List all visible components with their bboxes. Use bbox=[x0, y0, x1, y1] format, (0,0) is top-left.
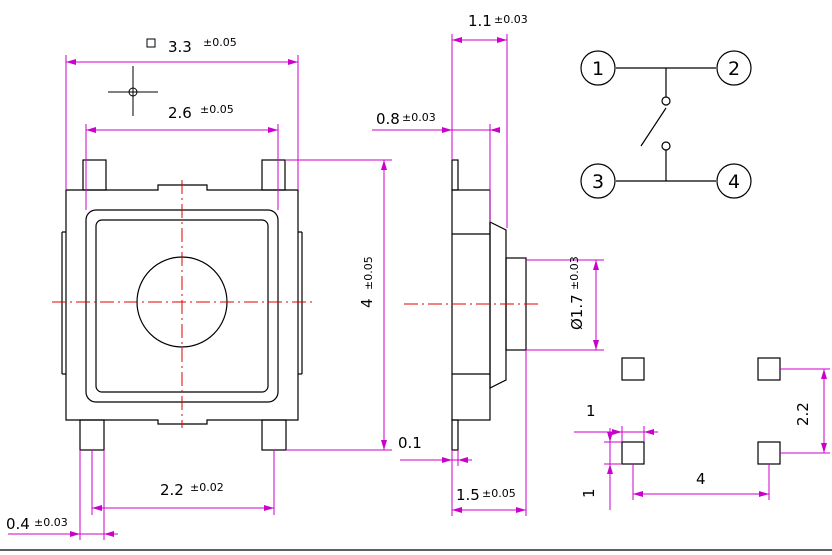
side-dimensions: 1.1 ±0.03 0.8 ±0.03 Ø1.7 ±0.03 0.1 1.5 ±… bbox=[372, 12, 604, 516]
front-bottom-right-pin bbox=[261, 419, 287, 451]
crosshair-marker bbox=[128, 87, 138, 97]
pcb-footprint: 1 1 4 2.2 bbox=[574, 357, 830, 510]
dim-pin-pitch: 2.2 bbox=[160, 481, 184, 499]
side-body bbox=[451, 189, 491, 421]
front-dimensions: 3.3 ±0.05 2.6 ±0.05 4 ±0.05 2.2 ±0.02 0.… bbox=[6, 36, 392, 540]
front-bottom-left-pin bbox=[79, 419, 105, 451]
dim-width-3-3: 3.3 bbox=[168, 38, 192, 56]
pin-1-circle bbox=[580, 50, 616, 86]
dim-height-4-tol: ±0.05 bbox=[362, 256, 375, 290]
square-symbol-icon bbox=[146, 38, 156, 48]
pin-2-label: 2 bbox=[728, 58, 740, 80]
dim-plunger-diameter-tol: ±0.03 bbox=[568, 256, 581, 290]
pin-4-circle bbox=[716, 163, 752, 199]
side-bottom-lead bbox=[451, 419, 459, 451]
dim-width-2-6-tol: ±0.05 bbox=[200, 103, 234, 116]
pad-bottom-left bbox=[621, 441, 645, 465]
pin-2-circle bbox=[716, 50, 752, 86]
dim-width-3-3-tol: ±0.05 bbox=[203, 36, 237, 49]
pad-top-right bbox=[757, 357, 781, 381]
dim-height-4: 4 bbox=[358, 298, 376, 308]
switch-contact-bottom bbox=[661, 141, 671, 151]
dim-pin-width: 0.4 bbox=[6, 515, 30, 533]
side-cap bbox=[489, 221, 507, 389]
dim-plunger-diameter: Ø1.7 bbox=[568, 294, 586, 330]
side-view bbox=[404, 159, 538, 451]
dim-pad-spacing-y: 2.2 bbox=[794, 402, 812, 426]
pin-3-circle bbox=[580, 163, 616, 199]
dim-top-body: 0.8 bbox=[376, 110, 400, 128]
dim-total-height: 1.5 bbox=[456, 486, 480, 504]
side-top-lead bbox=[451, 159, 459, 191]
dim-pad-height: 1 bbox=[580, 488, 598, 498]
dim-top-total-tol: ±0.03 bbox=[494, 13, 528, 26]
dim-top-total: 1.1 bbox=[468, 12, 492, 30]
dim-pad-width: 1 bbox=[586, 402, 596, 420]
switch-schematic: 1 2 3 4 bbox=[580, 50, 752, 199]
dim-width-2-6: 2.6 bbox=[168, 104, 192, 122]
switch-contact-top bbox=[661, 96, 671, 106]
pin-1-label: 1 bbox=[592, 58, 604, 80]
dim-pad-spacing-x: 4 bbox=[696, 470, 706, 488]
dim-pin-pitch-tol: ±0.02 bbox=[190, 481, 224, 494]
front-top-right-pin bbox=[261, 159, 286, 191]
front-view bbox=[52, 38, 312, 451]
pin-3-label: 3 bbox=[592, 171, 604, 193]
pad-bottom-right bbox=[757, 441, 781, 465]
pin-4-label: 4 bbox=[728, 171, 740, 193]
switch-lever bbox=[640, 107, 667, 147]
dim-lead-thickness: 0.1 bbox=[398, 434, 422, 452]
dim-total-height-tol: ±0.05 bbox=[482, 487, 516, 500]
dim-top-body-tol: ±0.03 bbox=[402, 111, 436, 124]
pad-top-left bbox=[621, 357, 645, 381]
dim-pin-width-tol: ±0.03 bbox=[34, 516, 68, 529]
front-outer-body bbox=[65, 184, 299, 425]
